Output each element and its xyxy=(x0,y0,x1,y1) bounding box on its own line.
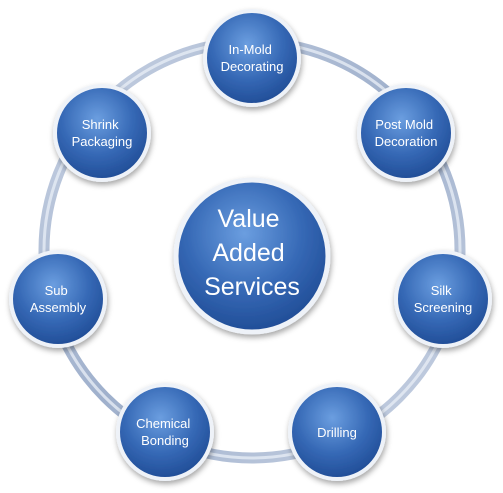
svg-text:Value Added Servic: Value Added Services xyxy=(204,205,300,301)
node-chemical-bonding: Chemical Bonding xyxy=(116,383,214,481)
node-label-line: Decorating xyxy=(221,59,284,74)
node-label-line: Bonding xyxy=(141,433,189,448)
node-label-line: Drilling xyxy=(317,425,357,440)
node-label-line: Assembly xyxy=(30,300,87,315)
node-label-line: Silk xyxy=(431,283,452,298)
svg-text:Silk Screening: Silk Screening xyxy=(414,283,473,315)
node-post-mold-decoration: Post Mold Decoration xyxy=(357,84,455,182)
node-sub-assembly: Sub Assembly xyxy=(9,250,107,348)
svg-text:Post Mold Decoration: Post Mold Decoration xyxy=(375,117,438,149)
node-label-line: Post Mold xyxy=(375,117,433,132)
node-label-line: Decoration xyxy=(375,134,438,149)
node-silk-screening: Silk Screening xyxy=(394,250,492,348)
svg-text:Chemical Bonding: Chemical Bonding xyxy=(136,416,194,448)
node-drilling: Drilling xyxy=(288,383,386,481)
svg-text:Drilling: Drilling xyxy=(317,425,357,440)
svg-text:Shrink Packaging: Shrink Packaging xyxy=(72,117,133,149)
node-label-line: Chemical xyxy=(136,416,190,431)
svg-text:In-Mold Decorating: In-Mold Decorating xyxy=(221,42,284,74)
center-label-line: Value xyxy=(217,205,279,233)
node-label-line: Shrink xyxy=(82,117,119,132)
center-node-value-added-services: Value Added Services xyxy=(173,177,331,335)
node-shrink-packaging: Shrink Packaging xyxy=(53,84,151,182)
svg-text:Sub Assembly: Sub Assembly xyxy=(30,283,87,315)
node-label-line: Screening xyxy=(414,300,473,315)
center-label-line: Services xyxy=(204,273,300,301)
center-label-line: Added xyxy=(212,239,284,267)
node-label-line: Sub xyxy=(45,283,68,298)
node-label-line: Packaging xyxy=(72,134,133,149)
node-in-mold-decorating: In-Mold Decorating xyxy=(203,9,301,107)
node-label-line: In-Mold xyxy=(229,42,272,57)
